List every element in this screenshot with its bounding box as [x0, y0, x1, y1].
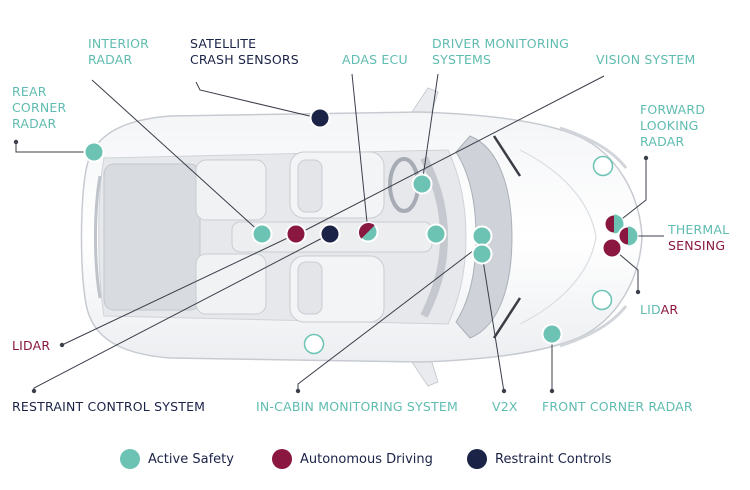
label-lidar-right-b: AR — [660, 302, 679, 317]
hood-crease — [519, 149, 597, 325]
leader-rear-corner — [15, 142, 94, 153]
headlight-top — [559, 126, 628, 169]
marker-driver-monitoring — [411, 173, 433, 195]
label-lidar-right-a: LID — [640, 302, 661, 317]
leader-lidar-left — [61, 233, 297, 346]
trunk-floor — [103, 163, 201, 311]
legend-autonomous-driving: Autonomous Driving — [272, 449, 433, 469]
marker-front-corner-radar — [541, 323, 563, 345]
label-v2x: V2X — [492, 399, 518, 414]
legend-label-restraint-controls: Restraint Controls — [495, 451, 612, 467]
front-seat-back-right — [297, 261, 323, 315]
marker-front-empty-bottom — [591, 289, 613, 311]
legend-restraint-controls: Restraint Controls — [467, 449, 611, 469]
label-front-corner-radar: FRONT CORNER RADAR — [542, 399, 693, 414]
leader-forward-radar — [617, 158, 647, 223]
marker-thermal-sensing-half — [628, 226, 638, 246]
label-adas-ecu: ADAS ECU — [342, 52, 408, 67]
rear-seat-bottom — [195, 253, 267, 315]
legend-swatch-restraint-controls — [467, 449, 487, 469]
legend-active-safety: Active Safety — [120, 449, 234, 469]
leader-satellite — [195, 81, 319, 119]
marker-interior-radar — [251, 223, 273, 245]
leader-interior-radar — [91, 79, 263, 235]
endpoint-rear-corner — [13, 139, 19, 145]
front-seat-back-left — [297, 159, 323, 213]
rear-seat-top — [195, 159, 267, 221]
leader-lidar-right — [611, 247, 639, 292]
car-illustration — [80, 87, 643, 387]
label-in-cabin-monitoring-system: IN-CABIN MONITORING SYSTEM — [256, 399, 458, 414]
endpoint-v2x — [501, 388, 507, 394]
marker-lidar-left — [285, 223, 307, 245]
endpoint-front-corner — [549, 388, 555, 394]
endpoint-restraint — [31, 388, 37, 394]
marker-in-cabin-monitoring — [471, 225, 493, 247]
marker-empty-lower-mid — [303, 333, 325, 355]
legend-swatch-active-safety — [120, 449, 140, 469]
endpoint-in-cabin — [295, 388, 301, 394]
marker-v2x — [471, 243, 493, 265]
leader-v2x — [481, 253, 505, 393]
legend-label-autonomous-driving: Autonomous Driving — [300, 451, 433, 467]
endpoint-lidar-right — [635, 289, 641, 295]
marker-satellite-crash-sensor — [309, 107, 331, 129]
legend-label-active-safety: Active Safety — [148, 451, 234, 467]
headlight-bottom — [559, 305, 628, 348]
label-restraint-control-system: RESTRAINT CONTROL SYSTEM — [12, 399, 206, 414]
marker-forward-empty-top — [592, 155, 614, 177]
label-vision-system: VISION SYSTEM — [596, 52, 696, 67]
marker-lidar-right — [601, 237, 623, 259]
label-lidar-right: LIDAR — [640, 302, 678, 318]
leader-adas-ecu — [351, 73, 369, 233]
a-pillar — [492, 135, 522, 339]
leader-driver-monitoring — [421, 73, 439, 185]
label-thermal: THERMAL — [668, 222, 730, 237]
marker-vision-system — [425, 223, 447, 245]
label-sensing: SENSING — [668, 238, 726, 253]
rear-window — [94, 175, 102, 299]
sensor-markers — [83, 107, 639, 355]
marker-adas-ecu-half — [358, 222, 375, 239]
label-lidar-left: LIDAR — [12, 338, 51, 353]
label-thermal-sensing: THERMAL SENSING — [668, 222, 729, 254]
endpoint-lidar-left — [59, 342, 65, 348]
leader-endpoints — [13, 139, 649, 394]
endpoint-forward-radar — [643, 155, 649, 161]
leader-vision — [297, 75, 605, 235]
legend-swatch-autonomous-driving — [272, 449, 292, 469]
marker-restraint-control — [319, 223, 341, 245]
marker-rear-corner-radar — [83, 141, 105, 163]
